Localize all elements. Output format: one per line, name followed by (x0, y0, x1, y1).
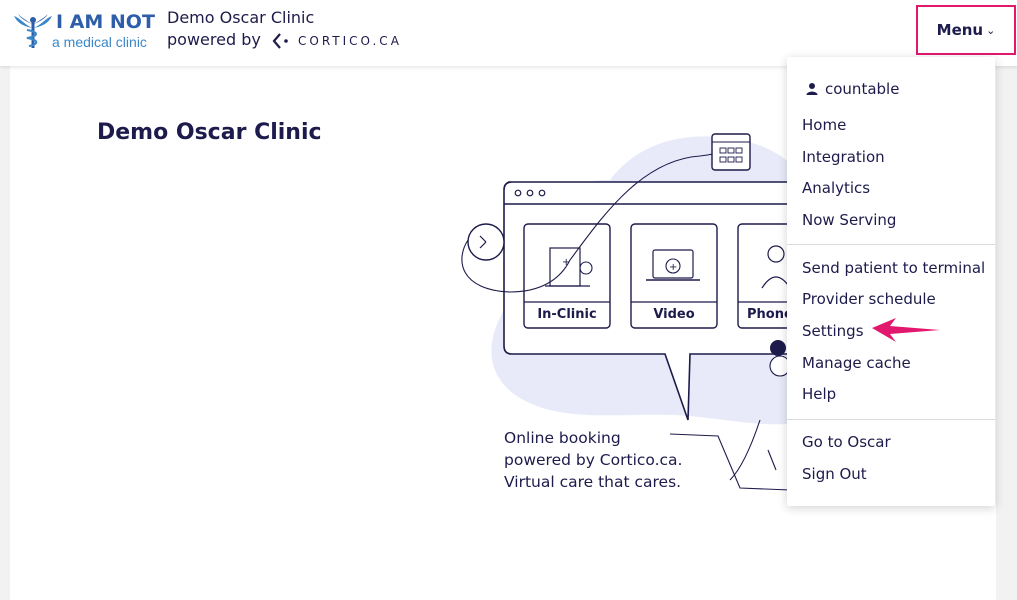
card-label-video: Video (653, 307, 695, 322)
menu-item-analytics[interactable]: Analytics (802, 179, 871, 197)
header-clinic-name: Demo Oscar Clinic (167, 8, 315, 27)
card-label-phone: Phone (747, 307, 793, 322)
logo-text-top: I AM NOT (56, 11, 155, 33)
svg-text:+: + (669, 262, 677, 273)
menu-item-manage-cache[interactable]: Manage cache (802, 354, 911, 372)
menu-button-label: Menu (936, 21, 984, 39)
video-card: + (630, 223, 718, 329)
menu-item-home[interactable]: Home (802, 116, 847, 134)
menu-item-provider-schedule[interactable]: Provider schedule (802, 290, 936, 308)
menu-item-settings[interactable]: Settings (802, 322, 864, 340)
logo-text-bottom: a medical clinic (52, 34, 147, 50)
menu-item-integration[interactable]: Integration (802, 148, 885, 166)
annotation-arrow-icon (872, 318, 940, 342)
menu-divider (787, 419, 995, 420)
menu-item-sign-out[interactable]: Sign Out (802, 465, 867, 483)
menu-dropdown: countable Home Integration Analytics Now… (787, 57, 995, 506)
current-user: countable (805, 80, 899, 98)
current-user-name: countable (825, 80, 900, 98)
menu-divider (787, 244, 995, 245)
card-label-in-clinic: In-Clinic (537, 307, 597, 322)
user-icon (806, 83, 818, 95)
in-clinic-card: + (523, 223, 611, 329)
person-illustration (669, 340, 791, 491)
clock-icon (461, 223, 571, 293)
tagline-line: Virtual care that cares. (504, 473, 682, 491)
tagline-line: powered by Cortico.ca. (504, 451, 683, 469)
menu-item-help[interactable]: Help (802, 385, 837, 403)
top-header: I AM NOT a medical clinic Demo Oscar Cli… (0, 0, 1017, 66)
caduceus-logo-icon (14, 14, 52, 48)
cortico-logo-icon (272, 33, 288, 49)
menu-item-go-to-oscar[interactable]: Go to Oscar (802, 433, 891, 451)
booking-illustration: + + (461, 133, 825, 491)
chevron-down-icon: ⌄ (986, 23, 996, 37)
powered-by-label: powered by (167, 30, 261, 49)
clinic-logo[interactable]: I AM NOT a medical clinic (12, 8, 155, 52)
calendar-icon (569, 133, 751, 261)
svg-text:+: + (562, 257, 570, 268)
menu-item-send-patient-to-terminal[interactable]: Send patient to terminal (802, 259, 986, 277)
tagline: Online booking powered by Cortico.ca. Vi… (504, 427, 682, 493)
cortico-brand-text[interactable]: CORTICO.CA (298, 34, 402, 48)
menu-button[interactable]: Menu ⌄ (916, 5, 1016, 55)
menu-item-now-serving[interactable]: Now Serving (802, 211, 897, 229)
page-title: Demo Oscar Clinic (97, 120, 322, 145)
tagline-line: Online booking (504, 429, 621, 447)
